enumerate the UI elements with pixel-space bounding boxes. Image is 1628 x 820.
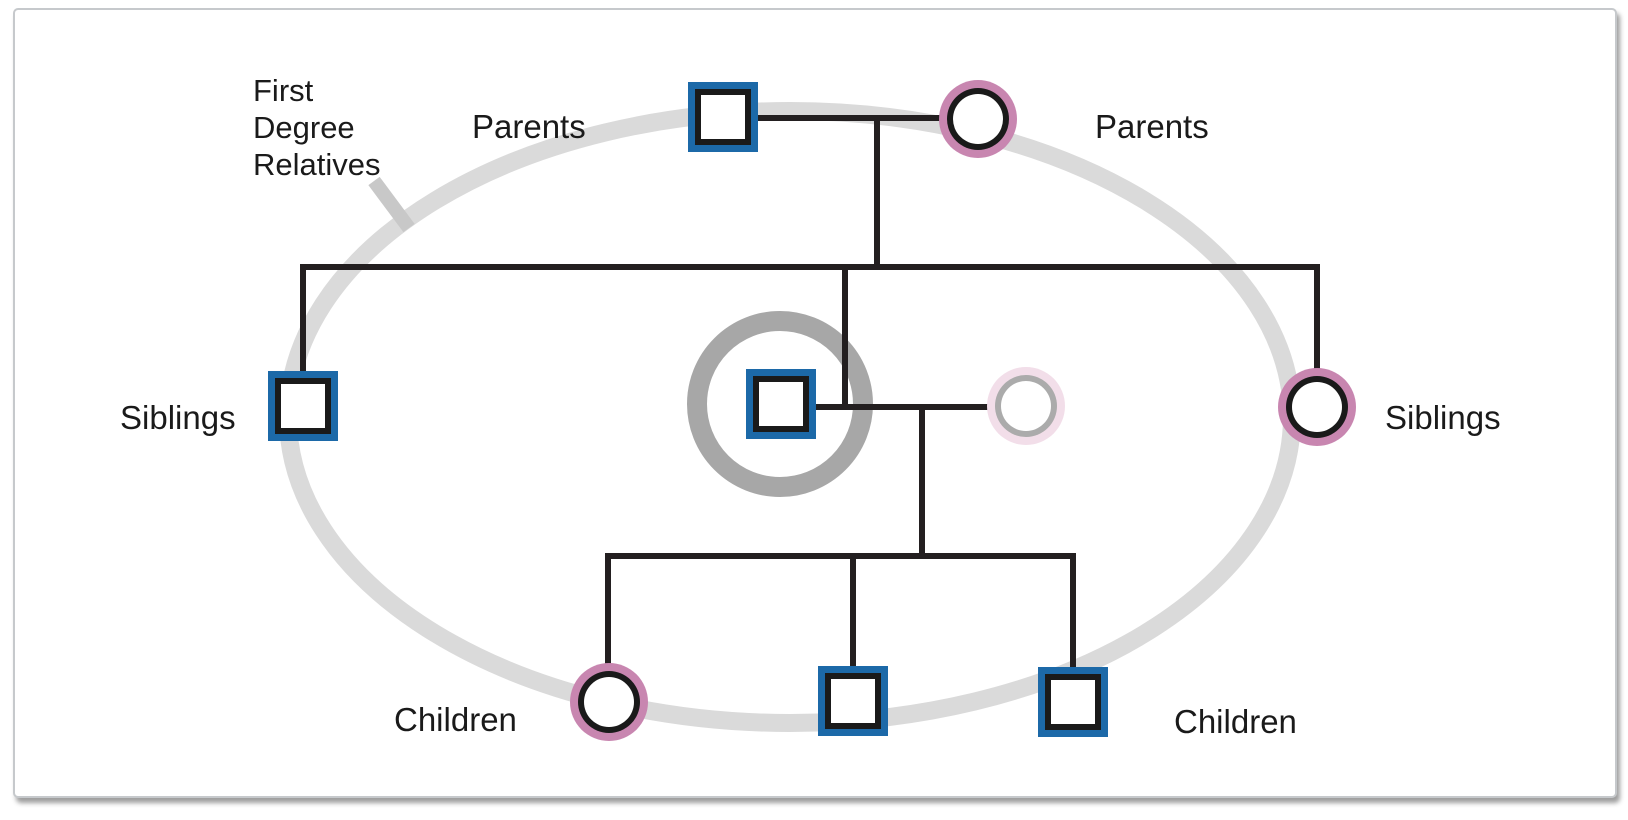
annotation-line-2: Degree xyxy=(253,110,355,145)
annotation-line-3: Relatives xyxy=(253,147,381,182)
first-degree-relatives-annotation: First Degree Relatives xyxy=(253,73,381,182)
children-right-label: Children xyxy=(1174,703,1297,740)
annotation-pointer-tick xyxy=(368,176,415,233)
child1-female-symbol-icon xyxy=(570,663,648,741)
father-male-symbol-icon xyxy=(688,82,758,152)
spouse-faded-female-symbol-icon xyxy=(987,367,1065,445)
siblings-right-label: Siblings xyxy=(1385,399,1501,436)
connector-lines xyxy=(300,115,1320,670)
child2-male-symbol-icon xyxy=(818,666,888,736)
siblings-left-label: Siblings xyxy=(120,399,236,436)
mother-female-symbol-icon xyxy=(939,80,1017,158)
children-left-label: Children xyxy=(394,701,517,738)
annotation-line-1: First xyxy=(253,73,314,108)
left-sibling-male-symbol-icon xyxy=(268,371,338,441)
child3-male-symbol-icon xyxy=(1038,667,1108,737)
parents-right-label: Parents xyxy=(1095,108,1209,145)
right-sibling-female-symbol-icon xyxy=(1278,368,1356,446)
parents-left-label: Parents xyxy=(472,108,586,145)
proband-male-symbol-icon xyxy=(746,369,816,439)
